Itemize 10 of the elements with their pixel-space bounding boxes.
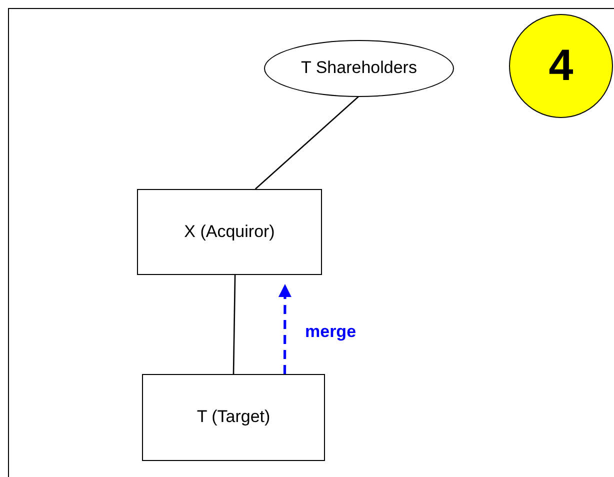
entity-box xyxy=(137,189,322,275)
entity-box xyxy=(142,374,325,461)
node-label: T Shareholders xyxy=(300,57,418,80)
node-label: X (Acquiror) xyxy=(183,220,276,243)
arrow xyxy=(278,284,292,374)
connector-line xyxy=(254,96,360,190)
node-label: T (Target) xyxy=(196,406,272,428)
node-label: 4 xyxy=(548,40,574,92)
connector-line xyxy=(232,274,236,374)
edge-label: merge xyxy=(305,322,356,342)
